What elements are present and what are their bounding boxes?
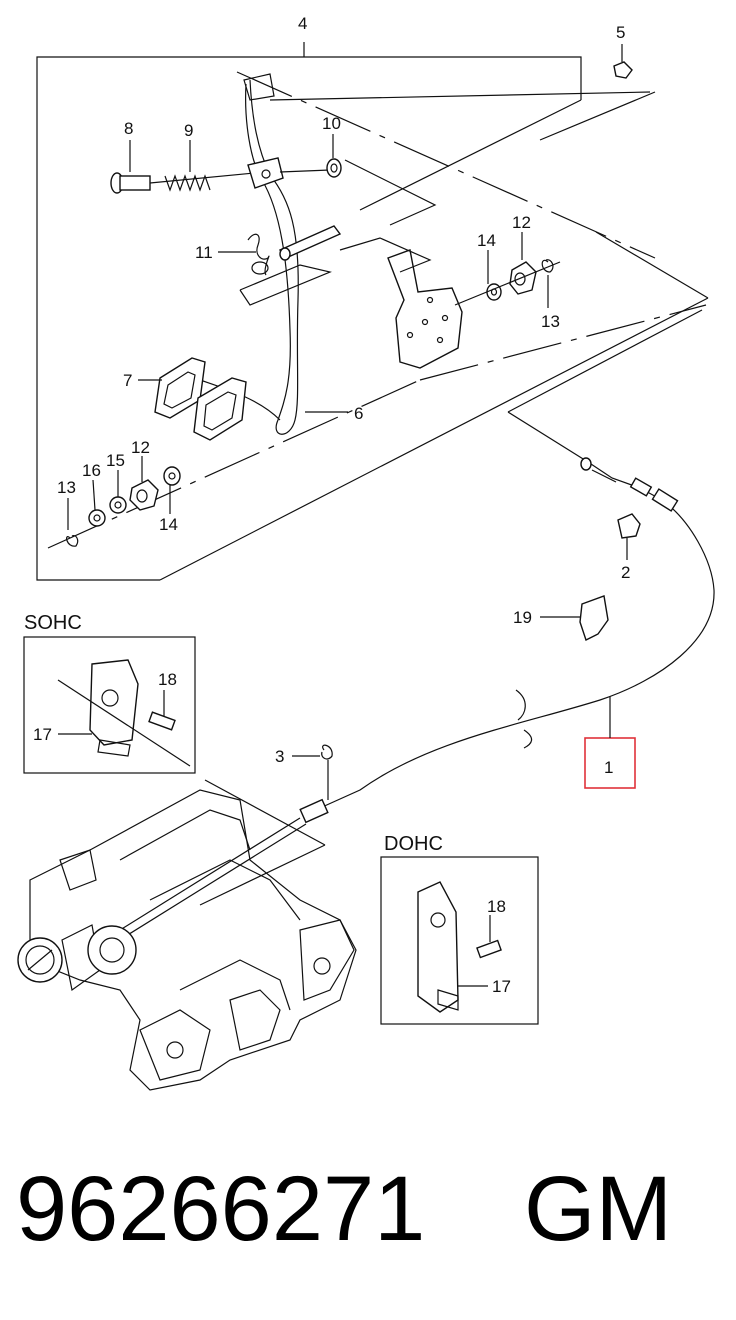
part-number: 96266271 <box>16 1158 425 1260</box>
pivot-pin <box>278 225 342 261</box>
cable-bracket-19 <box>579 595 609 641</box>
label-16: 16 <box>82 461 101 480</box>
washer-15 <box>109 496 127 514</box>
label-18-dohc: 18 <box>487 897 506 916</box>
clip-3 <box>321 744 333 760</box>
bracket-guide-11 <box>239 264 332 306</box>
label-4: 4 <box>298 14 307 33</box>
torsion-spring-11 <box>247 233 270 276</box>
label-10: 10 <box>322 114 341 133</box>
dohc-inset <box>380 856 539 1025</box>
bushing-12-left <box>129 479 159 511</box>
washer-14-left <box>163 466 181 486</box>
label-1: 1 <box>604 758 613 777</box>
label-8: 8 <box>124 119 133 138</box>
brand-name: GM <box>524 1158 672 1260</box>
label-12-right: 12 <box>512 213 531 232</box>
label-13-left: 13 <box>57 478 76 497</box>
label-19: 19 <box>513 608 532 627</box>
bushing-12-right <box>509 261 537 295</box>
label-17-sohc: 17 <box>33 725 52 744</box>
throttle-cable-1 <box>119 309 715 937</box>
label-2: 2 <box>621 563 630 582</box>
label-5: 5 <box>616 23 625 42</box>
label-6: 6 <box>354 404 363 423</box>
label-17-dohc: 17 <box>492 977 511 996</box>
pivot-hub <box>247 157 284 189</box>
sohc-inset <box>23 636 196 774</box>
label-11: 11 <box>195 243 213 262</box>
grommet-2 <box>617 513 641 539</box>
label-9: 9 <box>184 121 193 140</box>
label-15: 15 <box>106 451 125 470</box>
label-7: 7 <box>123 371 132 390</box>
clip-13-left <box>66 535 79 547</box>
label-18-sohc: 18 <box>158 670 177 689</box>
throttle-body <box>17 849 137 992</box>
label-14-right: 14 <box>477 231 496 250</box>
bracket-guide-top <box>339 237 432 273</box>
bracket-guide-10 <box>344 159 437 226</box>
label-13-right: 13 <box>541 312 560 331</box>
pedal-pad-7 <box>154 357 247 441</box>
return-spring-9 <box>149 171 266 192</box>
bushing-10 <box>326 158 342 178</box>
callout-labels: 4 5 8 9 10 11 14 12 13 7 6 13 16 15 12 1… <box>33 14 630 996</box>
clip-13-right <box>541 259 554 273</box>
label-3: 3 <box>275 747 284 766</box>
label-12-left: 12 <box>131 438 150 457</box>
callout-leaders <box>67 134 549 716</box>
sohc-title: SOHC <box>24 612 82 634</box>
dohc-title: DOHC <box>384 833 443 855</box>
pivot-bolt-8 <box>110 172 151 194</box>
nut-5 <box>613 61 633 79</box>
intake-manifold <box>29 789 357 1091</box>
label-14-left: 14 <box>159 515 178 534</box>
assembly-axes <box>47 71 707 549</box>
pedal-assembly-frame <box>36 42 709 581</box>
mounting-bracket <box>387 249 463 369</box>
washer-16 <box>88 509 106 527</box>
